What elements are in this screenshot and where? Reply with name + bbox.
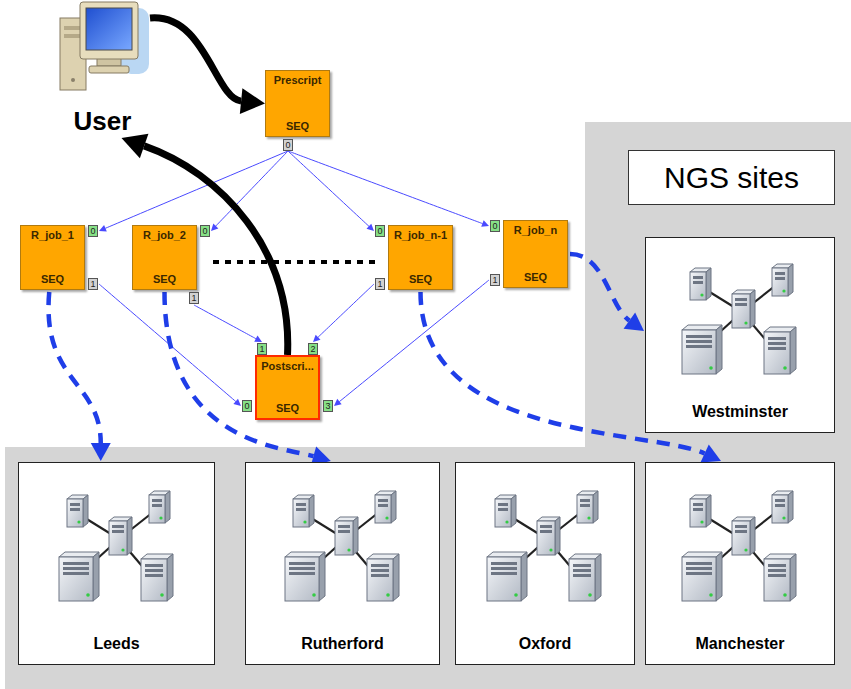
- port-number: 1: [257, 343, 267, 355]
- server-cluster-icon: [676, 260, 806, 380]
- site-box: Westminster: [645, 237, 835, 433]
- node-title: Manchester: [696, 634, 785, 654]
- arrowhead: [233, 399, 241, 406]
- connector-line: [318, 284, 374, 337]
- port-number: 0: [283, 139, 293, 151]
- node-title: Postscri...: [261, 360, 314, 373]
- connector-line: [99, 284, 236, 402]
- arrowhead: [481, 220, 489, 227]
- port-number: 0: [375, 225, 385, 237]
- job-submission-arrow: [49, 292, 111, 461]
- port-number: 2: [308, 343, 318, 355]
- site-box: Rutherford: [245, 462, 440, 665]
- arrowhead: [240, 88, 265, 114]
- process-box: R_job_nSEQ: [503, 220, 568, 288]
- arrowhead: [366, 224, 374, 231]
- dataflow-link: [288, 151, 489, 227]
- connector-line: [49, 292, 101, 443]
- connector-line: [105, 151, 288, 228]
- connector-line: [194, 305, 256, 339]
- node-title: R_job_n-1: [394, 229, 447, 242]
- ellipsis-line: [213, 260, 380, 264]
- ngs-region: [5, 122, 851, 689]
- dataflow-link: [288, 151, 374, 231]
- node-type: SEQ: [286, 120, 309, 133]
- region-title-box: NGS sites: [628, 150, 835, 205]
- node-title: R_job_n: [514, 224, 557, 237]
- dataflow-link: [194, 305, 262, 342]
- node-title: Rutherford: [301, 634, 384, 654]
- process-box: PrescriptSEQ: [265, 70, 330, 137]
- node-type: SEQ: [276, 402, 299, 415]
- server-cluster-icon: [279, 487, 409, 607]
- port-number: 0: [242, 400, 252, 412]
- dataflow-link: [313, 284, 374, 342]
- arrowhead: [700, 444, 721, 462]
- node-title: Prescript: [274, 74, 322, 87]
- arrowhead: [91, 443, 111, 461]
- connector-line: [339, 280, 489, 402]
- node-title: Oxford: [519, 634, 571, 654]
- node-type: SEQ: [524, 271, 547, 284]
- site-box: Leeds: [18, 462, 215, 665]
- computer-icon: [55, 0, 150, 95]
- port-number: 3: [323, 400, 333, 412]
- node-title: Westminster: [692, 402, 788, 422]
- flow-arrow: [122, 134, 288, 355]
- port-number: 1: [375, 278, 385, 290]
- arrowhead: [99, 225, 107, 231]
- port-number: 0: [88, 225, 98, 237]
- connector-line: [570, 254, 629, 321]
- site-box: Oxford: [455, 462, 635, 665]
- node-title: NGS sites: [664, 161, 799, 195]
- site-box: Manchester: [645, 462, 835, 665]
- node-title: User: [74, 106, 132, 136]
- job-submission-arrow: [570, 254, 644, 331]
- port-number: 0: [490, 220, 500, 232]
- node-type: SEQ: [153, 273, 176, 286]
- arrowhead: [334, 399, 342, 406]
- process-box: R_job_2SEQ: [132, 225, 197, 290]
- arrowhead: [122, 134, 149, 159]
- server-cluster-icon: [676, 487, 806, 607]
- node-type: SEQ: [41, 273, 64, 286]
- process-box: R_job_1SEQ: [20, 225, 85, 290]
- arrowhead: [624, 312, 644, 331]
- server-cluster-icon: [53, 487, 183, 607]
- connector-line: [288, 151, 483, 224]
- job-submission-arrow: [165, 292, 331, 466]
- connector-line: [216, 151, 288, 226]
- process-box: Postscri... SEQ: [255, 355, 320, 420]
- connector-line: [150, 18, 241, 101]
- port-number: 1: [490, 274, 500, 286]
- arrowhead: [211, 224, 218, 231]
- process-box: R_job_n-1SEQ: [388, 225, 453, 290]
- node-type: SEQ: [409, 273, 432, 286]
- node-title: Leeds: [93, 634, 139, 654]
- dataflow-link: [334, 280, 489, 406]
- node-title: R_job_1: [31, 229, 74, 242]
- arrowhead: [313, 335, 320, 342]
- port-number: 0: [200, 225, 210, 237]
- port-number: 1: [88, 278, 98, 290]
- dataflow-link: [99, 151, 288, 231]
- connector-line: [288, 151, 369, 226]
- node-title: R_job_2: [143, 229, 186, 242]
- user-terminal: User: [55, 0, 150, 136]
- server-cluster-icon: [481, 487, 611, 607]
- arrowhead: [254, 336, 262, 342]
- port-number: 1: [189, 292, 199, 304]
- flow-arrow: [150, 18, 265, 114]
